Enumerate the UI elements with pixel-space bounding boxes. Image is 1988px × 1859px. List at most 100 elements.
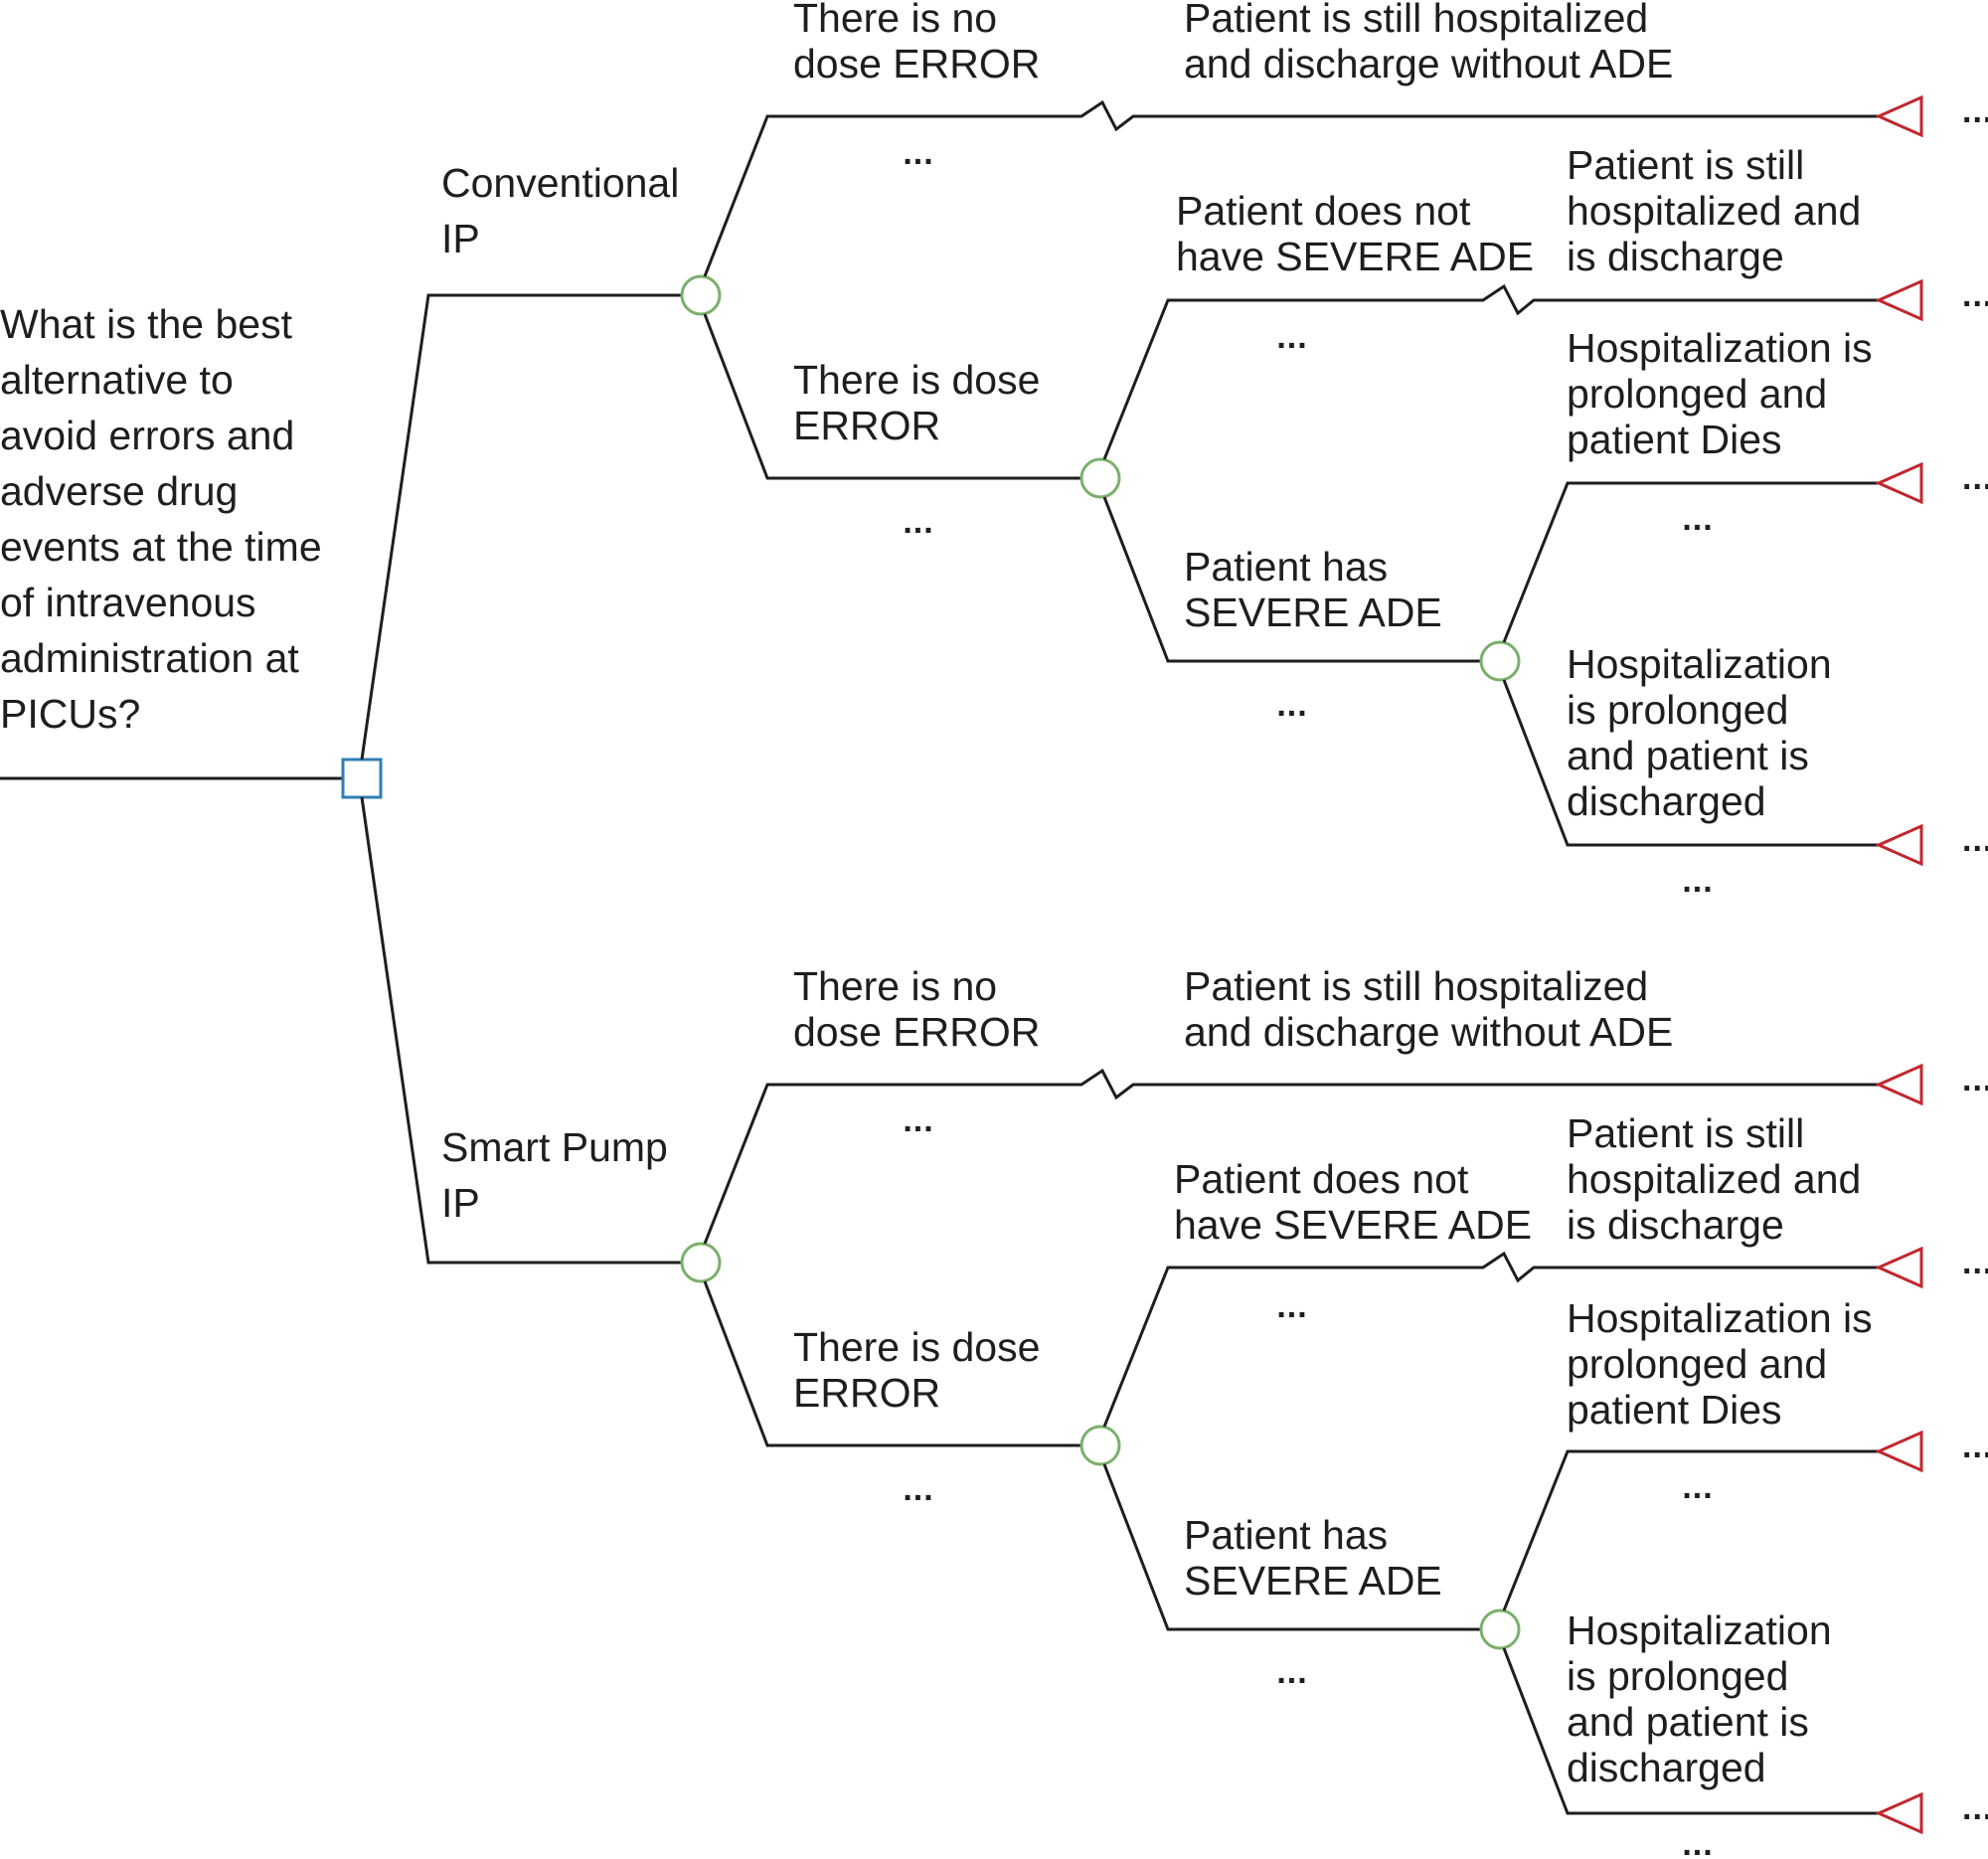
- terminal-node-triangle: [1875, 1246, 1923, 1289]
- branch-label-no-dose-error: There is no: [793, 963, 997, 1009]
- branch-label-severe-ade: SEVERE ADE: [1184, 590, 1442, 635]
- branch-label-no-dose-error: dose ERROR: [793, 41, 1040, 86]
- root-question-line: events at the time: [0, 524, 322, 570]
- root-question-line: of intravenous: [0, 580, 256, 625]
- probability-placeholder: ...: [1682, 862, 1713, 900]
- arm-label: IP: [441, 216, 480, 261]
- branch-no-severe-ade: [1102, 283, 1879, 460]
- payoff-placeholder: ...: [1962, 1789, 1988, 1827]
- payoff-placeholder: ...: [1962, 1244, 1988, 1281]
- payoff-placeholder: ...: [1962, 1428, 1988, 1465]
- root-question: What is the best alternative to avoid er…: [0, 301, 322, 737]
- chance-node-outcome: [1479, 1608, 1521, 1650]
- root-question-line: avoid errors and: [0, 413, 294, 458]
- branch-label-no-severe-ade: Patient does not: [1176, 188, 1471, 234]
- terminal-node-triangle: [1875, 1430, 1923, 1473]
- probability-placeholder: ...: [903, 1470, 933, 1508]
- payoff-placeholder: ...: [1962, 821, 1988, 859]
- branch-label-dose-error: There is dose: [793, 1324, 1040, 1370]
- outcome-label: Hospitalization is: [1567, 1295, 1873, 1341]
- outcome-label: is discharge: [1567, 234, 1784, 279]
- payoff-placeholder: ...: [1962, 276, 1988, 314]
- branch-no-dose-error: [703, 99, 1879, 277]
- outcome-label: Patient is still: [1567, 1110, 1804, 1156]
- outcome-label: is discharge: [1567, 1202, 1784, 1248]
- outcome-label: is prolonged: [1567, 687, 1788, 733]
- chance-node-dose-error: [680, 1242, 722, 1283]
- terminal-node-triangle: [1875, 1063, 1923, 1106]
- branch-patient-discharged: [1502, 1647, 1879, 1815]
- branch-label-no-severe-ade: have SEVERE ADE: [1176, 234, 1534, 279]
- arm-label: Conventional: [441, 160, 679, 206]
- outcome-label: and patient is: [1567, 733, 1809, 778]
- outcome-label: hospitalized and: [1567, 1156, 1861, 1202]
- probability-placeholder: ...: [903, 134, 933, 172]
- branch-label-no-dose-error: There is no: [793, 0, 997, 41]
- chance-node-severe-ade: [1079, 1425, 1121, 1466]
- outcome-label: Hospitalization: [1567, 1607, 1832, 1653]
- outcome-label: patient Dies: [1567, 1387, 1782, 1433]
- terminal-node-triangle: [1875, 1791, 1923, 1835]
- terminal-node-triangle: [1875, 94, 1923, 138]
- branch-label-severe-ade: Patient has: [1184, 1512, 1388, 1558]
- terminal-node-triangle: [1875, 461, 1923, 505]
- branch-label-dose-error: There is dose: [793, 357, 1040, 403]
- outcome-label: Hospitalization is: [1567, 325, 1873, 371]
- arm-smart-pump-ip: Smart Pump IP There is no dose ERROR ...…: [360, 796, 1988, 1859]
- payoff-placeholder: ...: [1962, 459, 1988, 497]
- payoff-placeholder: ...: [1962, 92, 1988, 130]
- arm-conventional-ip: Conventional IP There is no dose ERROR .…: [360, 0, 1988, 900]
- branch-no-severe-ade: [1102, 1251, 1879, 1428]
- outcome-label: prolonged and: [1567, 371, 1827, 417]
- branch-label-dose-error: ERROR: [793, 403, 940, 448]
- branch-patient-dies: [1502, 481, 1879, 643]
- branch-severe-ade: [1102, 1463, 1481, 1631]
- outcome-label: and discharge without ADE: [1184, 1009, 1673, 1055]
- outcome-label: patient Dies: [1567, 417, 1782, 462]
- arm-label: IP: [441, 1180, 480, 1226]
- outcome-label: Patient is still hospitalized: [1184, 0, 1648, 41]
- outcome-label: discharged: [1567, 778, 1766, 824]
- outcome-label: is prolonged: [1567, 1653, 1788, 1699]
- probability-placeholder: ...: [1682, 1825, 1713, 1859]
- outcome-label: Hospitalization: [1567, 641, 1832, 687]
- probability-placeholder: ...: [903, 503, 933, 541]
- decision-node-square: [341, 758, 383, 799]
- branch-dose-error: [703, 1280, 1081, 1447]
- outcome-label: discharged: [1567, 1745, 1766, 1790]
- probability-placeholder: ...: [1276, 1287, 1307, 1325]
- probability-placeholder: ...: [1682, 1468, 1713, 1506]
- branch-severe-ade: [1102, 496, 1481, 663]
- payoff-placeholder: ...: [1962, 1061, 1988, 1098]
- branch-label-dose-error: ERROR: [793, 1370, 940, 1416]
- root-question-line: What is the best: [0, 301, 293, 347]
- probability-placeholder: ...: [1276, 686, 1307, 724]
- outcome-label: prolonged and: [1567, 1341, 1827, 1387]
- root-question-line: alternative to: [0, 357, 234, 403]
- branch-patient-discharged: [1502, 679, 1879, 847]
- branch-label-no-dose-error: dose ERROR: [793, 1009, 1040, 1055]
- outcome-label: Patient is still hospitalized: [1184, 963, 1648, 1009]
- probability-placeholder: ...: [1276, 1653, 1307, 1691]
- branch-label-no-severe-ade: have SEVERE ADE: [1174, 1202, 1532, 1248]
- arm-label: Smart Pump: [441, 1124, 668, 1170]
- arm-branch-line: [360, 293, 682, 760]
- branch-no-dose-error: [703, 1068, 1879, 1245]
- probability-placeholder: ...: [1682, 500, 1713, 538]
- probability-placeholder: ...: [1276, 318, 1307, 356]
- branch-label-severe-ade: SEVERE ADE: [1184, 1558, 1442, 1604]
- chance-node-dose-error: [680, 274, 722, 316]
- branch-dose-error: [703, 313, 1081, 480]
- chance-node-outcome: [1479, 640, 1521, 682]
- chance-node-severe-ade: [1079, 457, 1121, 499]
- terminal-node-triangle: [1875, 823, 1923, 867]
- branch-label-no-severe-ade: Patient does not: [1174, 1156, 1469, 1202]
- outcome-label: Patient is still: [1567, 142, 1804, 188]
- outcome-label: and discharge without ADE: [1184, 41, 1673, 86]
- root-question-line: PICUs?: [0, 691, 140, 737]
- probability-placeholder: ...: [903, 1101, 933, 1139]
- arm-branch-line: [360, 796, 682, 1265]
- root-question-line: administration at: [0, 635, 299, 681]
- root-question-line: adverse drug: [0, 468, 238, 514]
